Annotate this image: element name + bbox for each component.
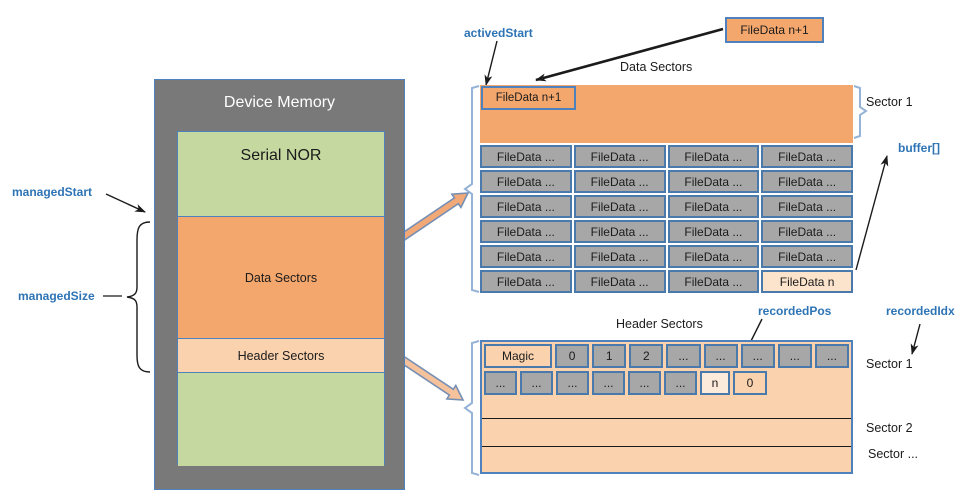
device-memory-box: Device Memory Serial NOR Data Sectors He… xyxy=(154,79,405,490)
header-index-cell: ... xyxy=(814,344,849,368)
region-unmanaged xyxy=(178,372,384,466)
filedata-cell: FileData ... xyxy=(480,220,572,243)
sector1-bottom-label: Sector 1 xyxy=(866,357,913,371)
device-memory-map: Serial NOR Data Sectors Header Sectors xyxy=(177,131,385,466)
filedata-cell: FileData ... xyxy=(573,195,666,218)
recorded-pos-label: recordedPos xyxy=(758,304,832,318)
filedata-cell-n: FileData n xyxy=(761,270,853,293)
filedata-cell: FileData ... xyxy=(761,195,853,218)
filedata-floating-box: FileData n+1 xyxy=(725,17,824,43)
actived-start-label: activedStart xyxy=(464,26,533,40)
sector-more-label: Sector ... xyxy=(868,447,919,461)
filedata-cell: FileData ... xyxy=(573,245,666,268)
sector2-label: Sector 2 xyxy=(866,421,913,435)
recorded-idx-label: recordedIdx xyxy=(886,304,955,318)
bracket-data-table xyxy=(463,85,480,293)
filedata-cell: FileData ... xyxy=(573,220,666,243)
filedata-cell: FileData ... xyxy=(667,220,760,243)
header-index-cell: ... xyxy=(556,371,589,395)
region-serial-nor: Serial NOR xyxy=(178,132,384,216)
filedata-cell: FileData ... xyxy=(761,170,853,193)
header-index-cell: ... xyxy=(592,371,625,395)
header-index-cell: ... xyxy=(703,344,738,368)
bracket-header-table xyxy=(463,340,480,476)
bracket-sector1 xyxy=(853,85,868,139)
managed-size-label: managedSize xyxy=(18,289,95,303)
managed-size-brace xyxy=(126,221,151,373)
header-index-cell: 0 xyxy=(555,344,590,368)
filedata-cell: FileData ... xyxy=(480,145,572,168)
magic-cell: Magic xyxy=(484,344,552,368)
filedata-cell: FileData ... xyxy=(667,270,760,293)
header-index-cell: ... xyxy=(777,344,812,368)
managed-start-label: managedStart xyxy=(12,185,93,199)
region-header-sectors: Header Sectors xyxy=(178,338,384,372)
filedata-cell: FileData ... xyxy=(761,245,853,268)
sector-divider-2 xyxy=(482,446,851,447)
filedata-cell: FileData ... xyxy=(573,145,666,168)
filedata-cell: FileData ... xyxy=(573,170,666,193)
filedata-cell: FileData ... xyxy=(667,170,760,193)
header-index-cell: 2 xyxy=(629,344,664,368)
buffer-label: buffer[] xyxy=(898,141,940,155)
filedata-cell: FileData ... xyxy=(480,170,572,193)
header-index-cell: ... xyxy=(666,344,701,368)
header-index-cell: ... xyxy=(664,371,697,395)
region-data-sectors: Data Sectors xyxy=(178,216,384,338)
filedata-cell: FileData ... xyxy=(480,195,572,218)
data-sectors-caption: Data Sectors xyxy=(620,60,693,74)
recorded-pos-cell: n xyxy=(700,371,730,395)
header-sectors-caption: Header Sectors xyxy=(616,317,703,331)
filedata-active-cell: FileData n+1 xyxy=(481,86,576,110)
arrow-actived-start xyxy=(484,40,498,86)
header-index-cell: ... xyxy=(520,371,553,395)
device-memory-title: Device Memory xyxy=(223,94,336,111)
filedata-cell: FileData ... xyxy=(573,270,666,293)
header-index-cell: ... xyxy=(628,371,661,395)
filedata-grid: FileData ...FileData ...FileData ...File… xyxy=(480,145,853,293)
arrow-managed-start xyxy=(105,193,146,213)
filedata-cell: FileData ... xyxy=(480,270,572,293)
arrow-recorded-idx xyxy=(910,323,921,355)
recorded-zero-cell: 0 xyxy=(733,371,767,395)
filedata-cell: FileData ... xyxy=(761,145,853,168)
filedata-cell: FileData ... xyxy=(667,145,760,168)
arrow-buffer xyxy=(855,155,889,271)
header-index-cell: 1 xyxy=(592,344,627,368)
filedata-cell: FileData ... xyxy=(761,220,853,243)
header-index-cell: ... xyxy=(740,344,775,368)
sector-divider-1 xyxy=(482,418,851,419)
filedata-cell: FileData ... xyxy=(480,245,572,268)
header-index-cell: ... xyxy=(484,371,517,395)
filedata-cell: FileData ... xyxy=(667,195,760,218)
sector1-top-label: Sector 1 xyxy=(866,95,913,109)
filedata-cell: FileData ... xyxy=(667,245,760,268)
